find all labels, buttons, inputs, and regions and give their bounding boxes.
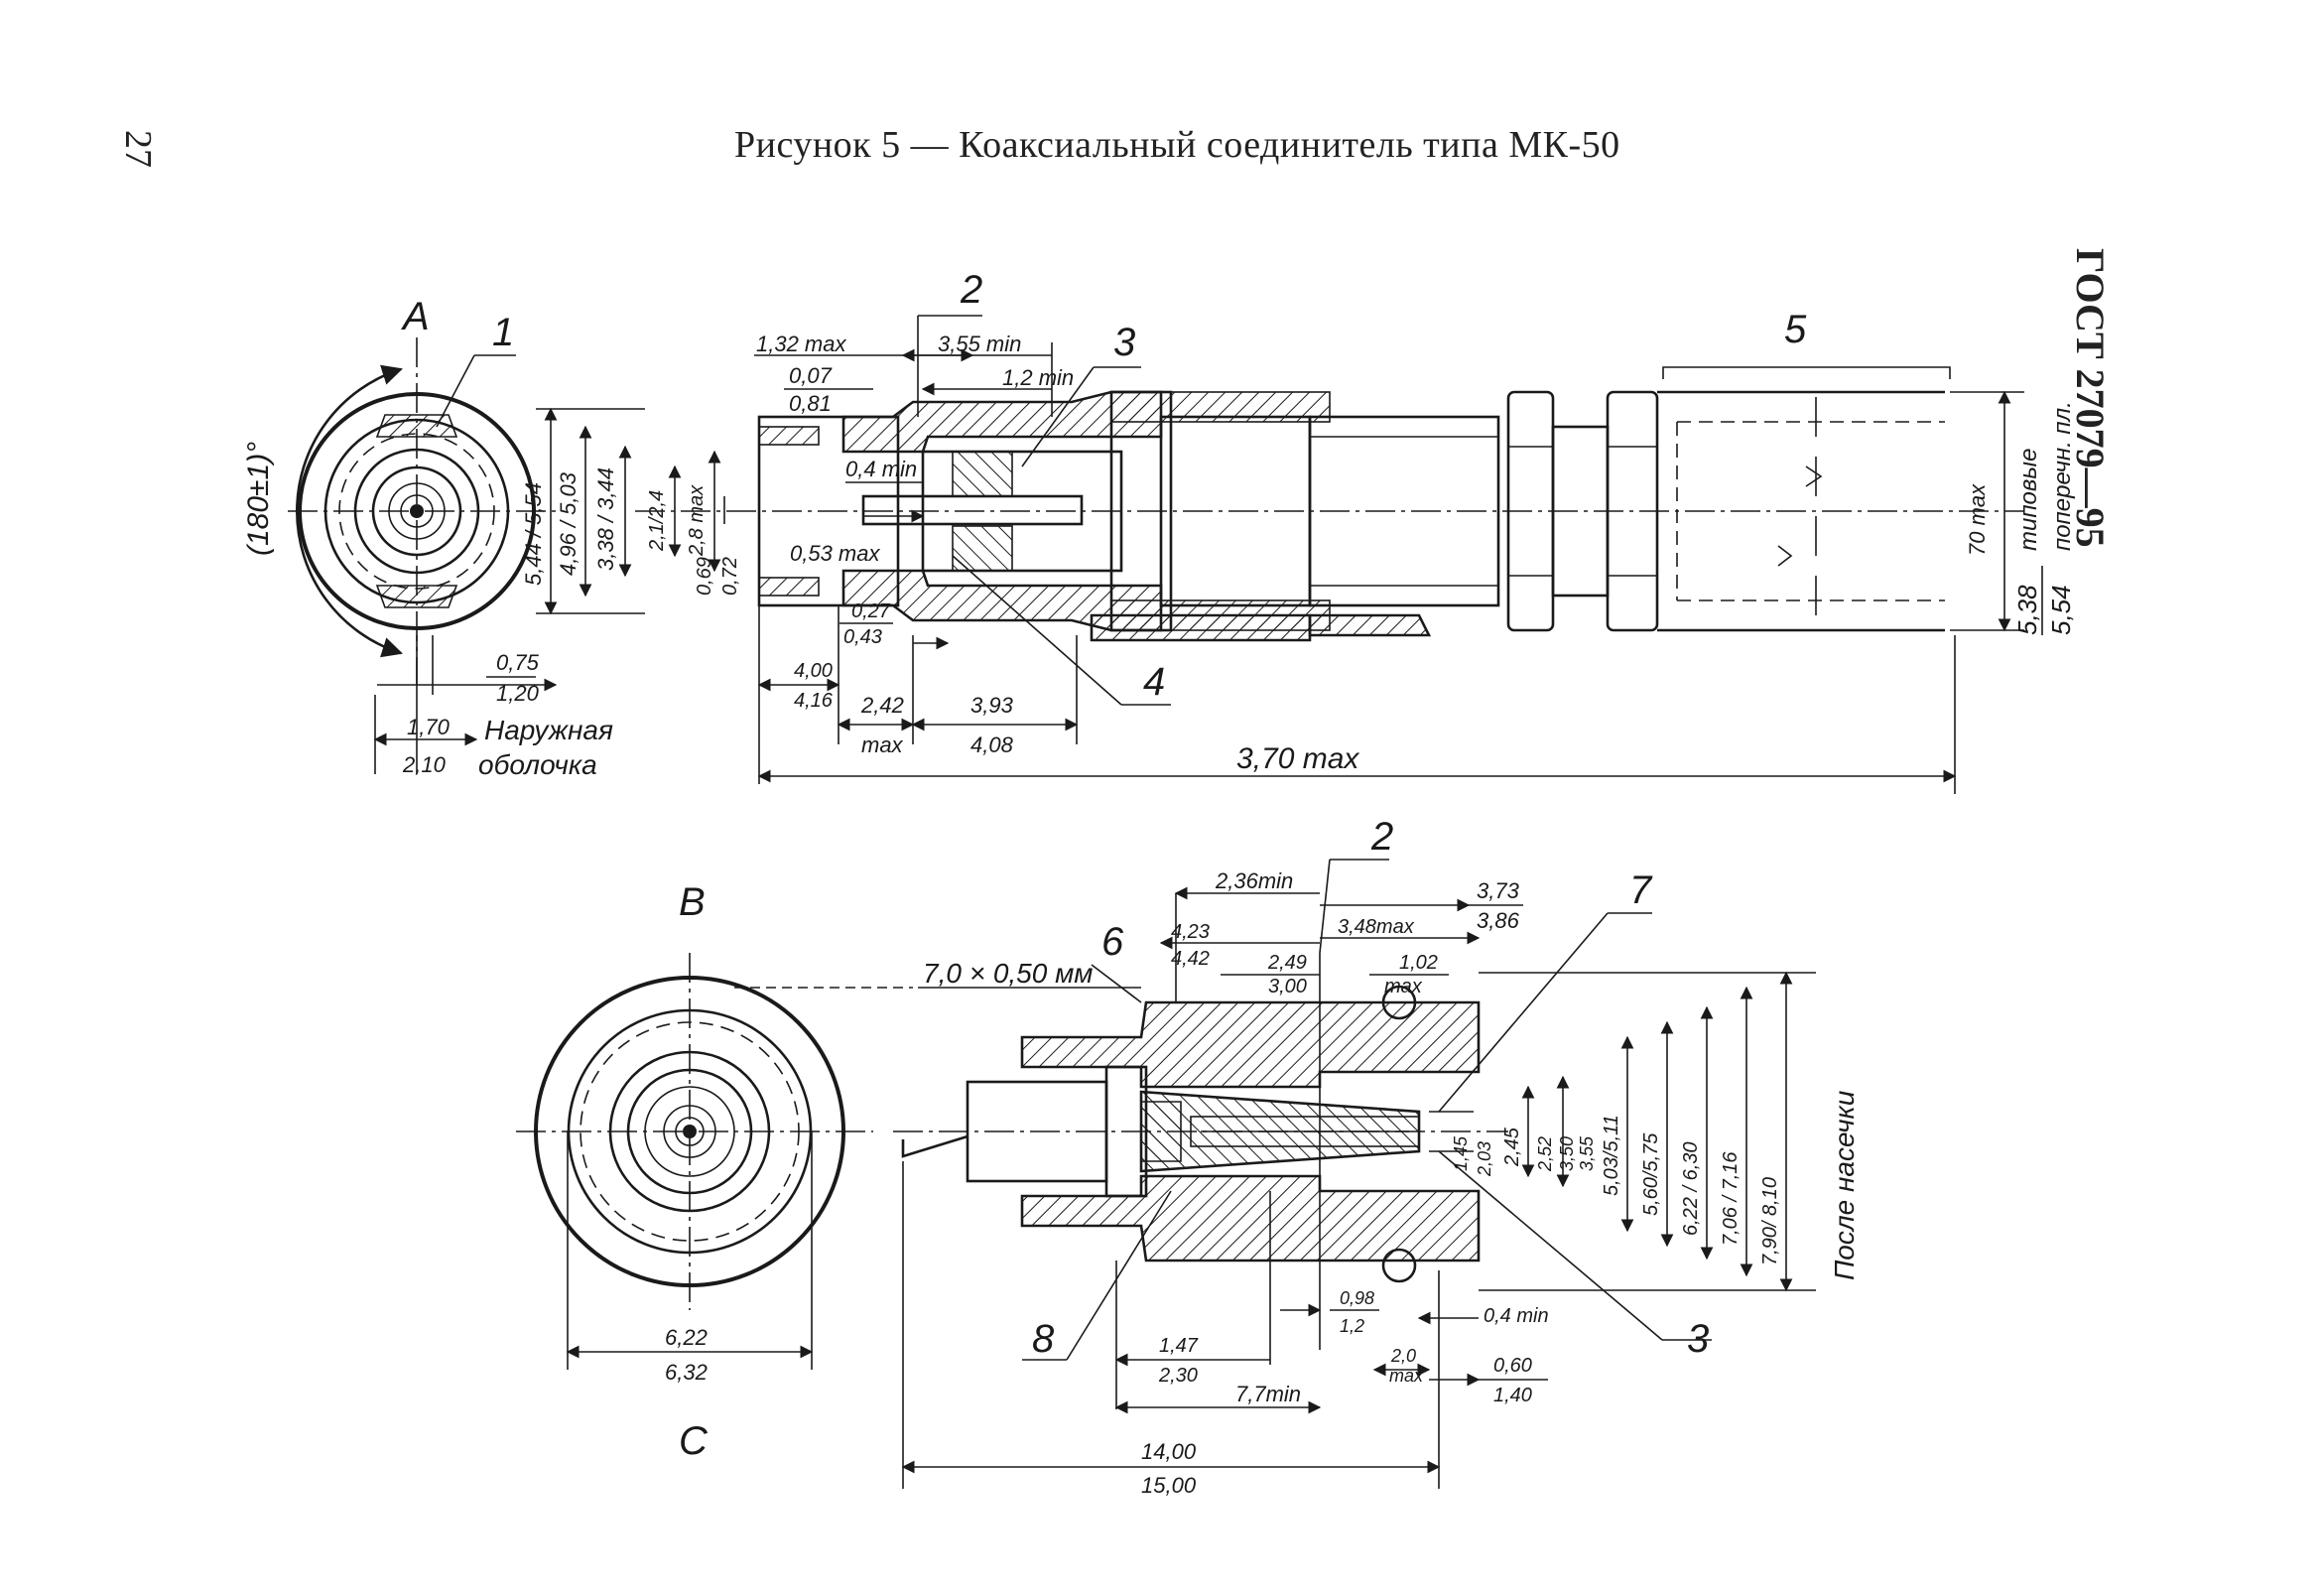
part-4-label: 4 — [1143, 660, 1165, 704]
dim-3-73: 3,73 — [1477, 878, 1520, 903]
dim-7-0x0-50: 7,0 × 0,50 мм — [923, 958, 1094, 989]
part-3-bottom-label: 3 — [1687, 1317, 1709, 1361]
dim-15-00: 15,00 — [1141, 1473, 1197, 1498]
dim-1-40: 1,40 — [1493, 1385, 1532, 1406]
dim-5-54: 5,54 — [2046, 585, 2076, 635]
dim-3-70max: 3,70 max — [1236, 742, 1359, 775]
dim-3-00: 3,00 — [1268, 976, 1307, 997]
dim-4-23: 4,23 — [1171, 921, 1210, 943]
dim-1-02: 1,02 — [1399, 952, 1438, 974]
dim-1-70: 1,70 — [407, 715, 451, 739]
dim-0-81: 0,81 — [789, 391, 832, 416]
dim-4-42: 4,42 — [1171, 948, 1210, 970]
dim-2-42-max: max — [861, 732, 904, 757]
dim-0-98: 0,98 — [1340, 1288, 1374, 1308]
dim-5-38: 5,38 — [2012, 585, 2042, 635]
outer-sheath-line2: оболочка — [478, 749, 597, 780]
dim-0-4min-bottom: 0,4 min — [1484, 1305, 1549, 1327]
part-6-label: 6 — [1101, 920, 1124, 964]
dim-0-60: 0,60 — [1493, 1355, 1532, 1377]
dim-7-7min: 7,7min — [1235, 1382, 1301, 1406]
dim-14-00: 14,00 — [1141, 1439, 1197, 1464]
dim-1-45: 1,45 — [1451, 1135, 1471, 1171]
dim-3-93: 3,93 — [970, 693, 1014, 718]
dim-1-47: 1,47 — [1159, 1335, 1199, 1357]
part-7-label: 7 — [1629, 868, 1653, 912]
dim-2-03: 2,03 — [1475, 1141, 1494, 1177]
dim-3-48max: 3,48max — [1338, 916, 1415, 938]
part-5-label: 5 — [1784, 308, 1807, 351]
outer-sheath-line1: Наружная — [484, 715, 613, 745]
dim-2-45: 2,45 — [1501, 1127, 1523, 1167]
dim-2-52: 2,52 — [1535, 1136, 1555, 1172]
top-section-view: 2 3 4 5 1,32 max 3,55 min 0,07 0,81 1,2 … — [635, 268, 2076, 794]
dim-7-90-8-10: 7,90/ 8,10 — [1759, 1177, 1781, 1265]
dim-2-8max: 2,8 max — [686, 484, 708, 557]
dim-1-2: 1,2 — [1340, 1316, 1364, 1336]
dim-0-72: 0,72 — [719, 557, 741, 596]
dim-3-38-3-44: 3,38 / 3,44 — [593, 467, 618, 571]
dim-0-43: 0,43 — [843, 626, 882, 648]
after-knurl-label: После насечки — [1829, 1090, 1860, 1280]
part-2-bottom-label: 2 — [1370, 815, 1393, 859]
dim-5-60-5-75: 5,60/5,75 — [1640, 1132, 1662, 1216]
dim-2-30: 2,30 — [1158, 1365, 1198, 1387]
dim-4-08: 4,08 — [970, 732, 1014, 757]
dim-2-0: 2,0 — [1390, 1346, 1416, 1366]
dim-3-55: 3,55 — [1577, 1135, 1597, 1171]
dim-0-53max: 0,53 max — [790, 541, 880, 566]
part-2-top-label: 2 — [960, 268, 982, 312]
typical-line1: типовые — [2015, 449, 2042, 551]
part-8-label: 8 — [1032, 1317, 1055, 1361]
dim-2-49: 2,49 — [1267, 952, 1307, 974]
view-bc: B C 6,22 6,32 — [516, 880, 913, 1463]
view-a: (180±1)° A 1 5,44 / 5,54 4,96 / 5,03 3,3… — [242, 295, 645, 780]
dim-3-86: 3,86 — [1477, 908, 1520, 933]
angle-label: (180±1)° — [242, 442, 275, 556]
dim-6-22-6-30: 6,22 / 6,30 — [1680, 1141, 1702, 1236]
figure-title: Рисунок 5 — Коаксиальный соединитель тип… — [734, 124, 1620, 166]
dim-2-10: 2,10 — [402, 752, 447, 777]
dim-6-32: 6,32 — [665, 1360, 708, 1385]
part-3-top-label: 3 — [1113, 321, 1135, 364]
dim-5-44-5-54: 5,44 / 5,54 — [521, 482, 546, 586]
dim-3-50: 3,50 — [1557, 1136, 1577, 1171]
dim-0-07: 0,07 — [789, 363, 833, 388]
dim-2-0-max: max — [1389, 1366, 1424, 1386]
dim-2-42: 2,42 — [860, 693, 904, 718]
typical-line2: поперечн. пл. — [2049, 401, 2076, 551]
bottom-section-view: 2 7 6 3 8 7,0 × 0,50 мм 2,36min 3,73 3,8… — [893, 815, 1860, 1498]
part-1-label: 1 — [492, 311, 514, 354]
dim-4-96-5-03: 4,96 / 5,03 — [556, 471, 581, 576]
dim-0-69: 0,69 — [694, 557, 715, 596]
dim-2-1-2-4: 2,1/2,4 — [646, 490, 668, 552]
dim-1-2min: 1,2 min — [1002, 365, 1074, 390]
dim-1-32max: 1,32 max — [756, 332, 846, 356]
right-vertical-dims: 1,45 2,03 2,45 2,52 3,50 3,55 5,03/5,11 … — [1429, 971, 1860, 1292]
dim-4-00: 4,00 — [794, 660, 833, 682]
dim-5-03-5-11: 5,03/5,11 — [1601, 1115, 1622, 1196]
dim-0-27: 0,27 — [851, 600, 891, 622]
dim-1-20: 1,20 — [496, 681, 540, 706]
view-c-label: C — [679, 1419, 709, 1463]
view-a-label: A — [401, 295, 430, 338]
view-b-label: B — [679, 880, 706, 924]
dim-3-55min: 3,55 min — [938, 332, 1021, 356]
dim-7-06-7-16: 7,06 / 7,16 — [1720, 1151, 1742, 1246]
dim-0-4min: 0,4 min — [845, 457, 917, 481]
dim-1-02-max: max — [1384, 976, 1423, 997]
dim-70max: 70 max — [1965, 483, 1990, 556]
dim-0-75: 0,75 — [496, 650, 540, 675]
dim-4-16: 4,16 — [794, 690, 834, 712]
dim-2-36min: 2,36min — [1215, 868, 1293, 893]
dim-6-22: 6,22 — [665, 1325, 708, 1350]
